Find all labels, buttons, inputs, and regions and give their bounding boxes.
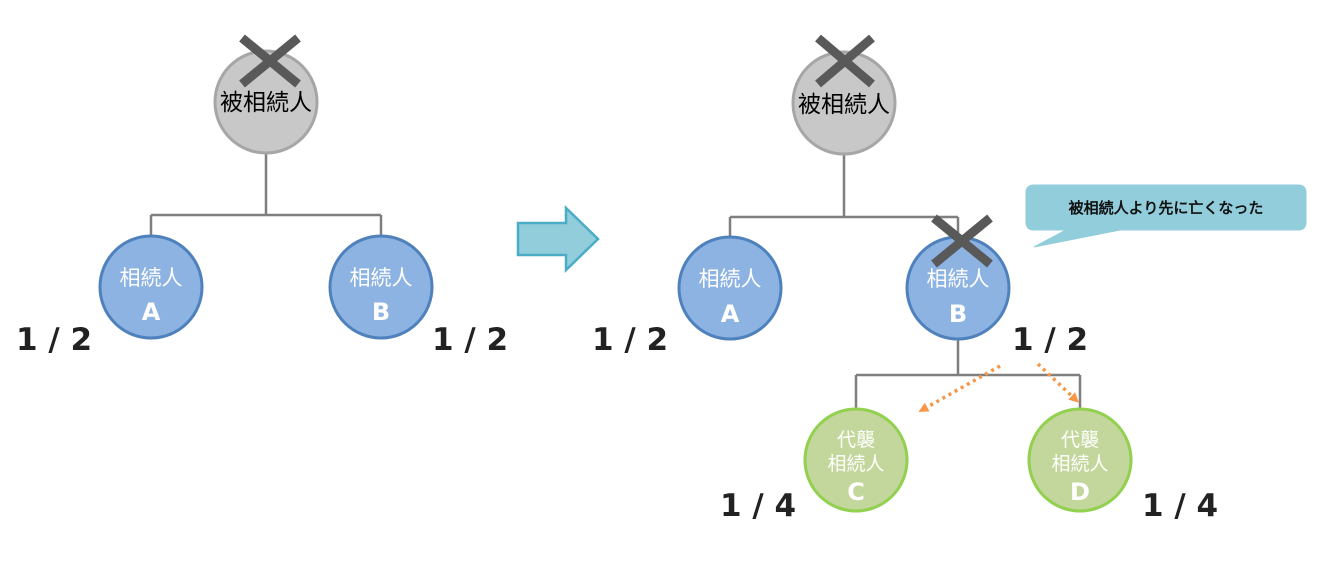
left-family-lines — [149, 152, 383, 238]
right-heir-b-node: 相続人 B — [905, 235, 1011, 341]
sub-d-label-line2: 相続人 — [1051, 453, 1108, 475]
transition-arrow-icon — [516, 205, 600, 273]
right-heir-a-label: 相続人 — [699, 267, 762, 291]
left-tree: 被相続人 相続人 A 1 / 2 相続人 B 1 / 2 — [16, 34, 508, 358]
predeceased-callout: 被相続人より先に亡くなった — [1025, 184, 1307, 248]
left-heir-b-label: 相続人 — [350, 266, 413, 290]
left-heir-a-letter: A — [142, 298, 161, 326]
sub-d-share: 1 / 4 — [1142, 488, 1218, 524]
arrow-to-c-icon — [918, 364, 1001, 412]
left-decedent-cross-icon — [239, 34, 301, 88]
substitute-heir-c-node: 代襲 相続人 C — [803, 407, 909, 513]
callout-text: 被相続人より先に亡くなった — [1069, 199, 1264, 217]
left-decedent-label: 被相続人 — [220, 90, 312, 116]
sub-c-letter: C — [847, 478, 865, 506]
substitution-arrows — [918, 362, 1079, 412]
left-heir-a-share: 1 / 2 — [16, 322, 92, 358]
right-heir-b-letter: B — [949, 300, 967, 328]
right-heir-a-node: 相続人 A — [677, 235, 783, 341]
arrow-to-d-icon — [1036, 362, 1079, 403]
right-tree: 被相続人 相続人 A 1 / 2 相続人 B 1 / 2 被相続人より先に亡くな… — [592, 34, 1307, 524]
sub-c-share: 1 / 4 — [720, 488, 796, 524]
right-decedent-label: 被相続人 — [798, 92, 890, 118]
right-heir-a-share: 1 / 2 — [592, 322, 668, 358]
sub-d-letter: D — [1070, 478, 1090, 506]
left-heir-b-node: 相続人 B — [328, 234, 434, 340]
right-heir-b-share: 1 / 2 — [1012, 322, 1088, 358]
right-heir-a-letter: A — [721, 300, 740, 328]
left-heir-b-letter: B — [372, 298, 390, 326]
right-decedent-cross-icon — [815, 34, 875, 88]
left-heir-a-node: 相続人 A — [98, 234, 204, 340]
sub-c-label-line1: 代襲 — [837, 429, 875, 451]
right-heir-b-cross-icon — [931, 214, 993, 268]
substitute-heir-d-node: 代襲 相続人 D — [1027, 407, 1133, 513]
left-heir-a-label: 相続人 — [120, 266, 183, 290]
sub-c-label-line2: 相続人 — [827, 453, 884, 475]
sub-d-label-line1: 代襲 — [1061, 429, 1099, 451]
left-heir-b-share: 1 / 2 — [432, 322, 508, 358]
right-heir-b-label: 相続人 — [927, 267, 990, 291]
